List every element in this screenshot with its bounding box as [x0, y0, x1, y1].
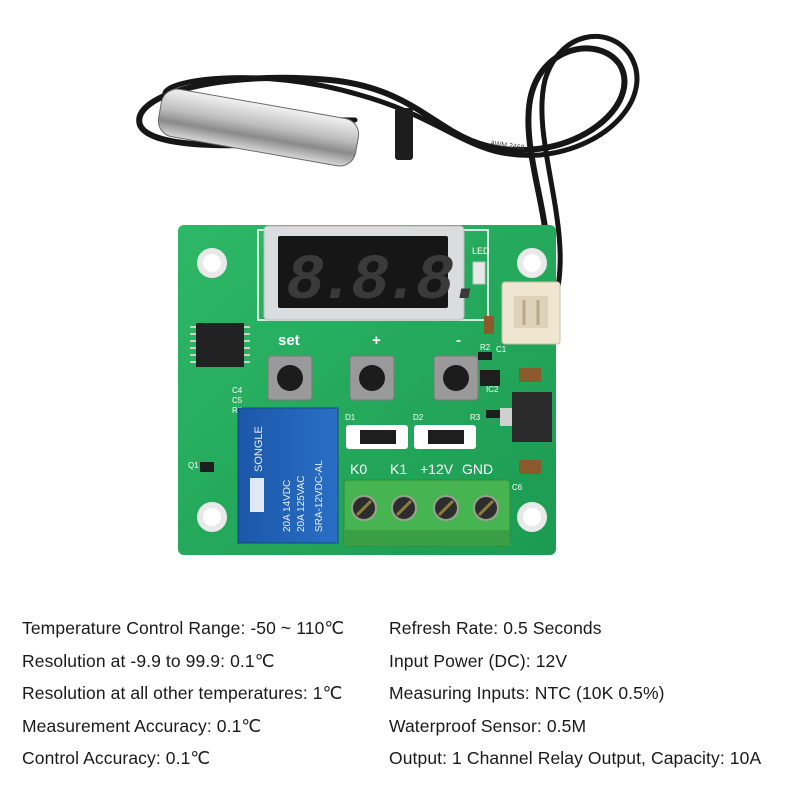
spec-right-4: Waterproof Sensor: 0.5M [389, 716, 587, 736]
label-c4: C4 [232, 386, 243, 395]
label-c6: C6 [512, 483, 523, 492]
ic-chip [190, 323, 250, 367]
label-d1: D1 [345, 413, 356, 422]
diode-d1 [346, 425, 408, 449]
spec-left-1: Temperature Control Range: -50 ~ 110℃ [22, 618, 345, 638]
plus-button[interactable] [349, 355, 395, 401]
temperature-probe [157, 88, 360, 167]
button-label-set: set [278, 332, 300, 349]
probe-connector [501, 281, 561, 345]
terminal-block [343, 479, 511, 547]
diode-d2 [414, 425, 476, 449]
led-display [263, 225, 465, 321]
terminal-label-gnd: GND [462, 461, 493, 477]
label-r7: R7 [232, 406, 243, 415]
terminal-label-k0: K0 [350, 461, 367, 477]
spec-right-2: Input Power (DC): 12V [389, 651, 568, 671]
spec-left-5: Control Accuracy: 0.1℃ [22, 748, 211, 768]
capacitor-top-right [519, 368, 541, 382]
set-button[interactable] [267, 355, 313, 401]
transistor-q1 [200, 462, 214, 472]
resistor-r2 [478, 352, 492, 360]
spec-right-3: Measuring Inputs: NTC (10K 0.5%) [389, 683, 665, 703]
terminal-label-k1: K1 [390, 461, 407, 477]
spec-left-4: Measurement Accuracy: 0.1℃ [22, 716, 262, 736]
label-c5: C5 [232, 396, 243, 405]
spec-left-3: Resolution at all other temperatures: 1℃ [22, 683, 343, 703]
led-label: LED [472, 246, 490, 256]
display-digits: 8.8.8. [286, 246, 480, 318]
minus-button[interactable] [433, 355, 479, 401]
label-ic2: IC2 [486, 385, 499, 394]
spec-right-5: Output: 1 Channel Relay Output, Capacity… [389, 748, 762, 768]
spec-left-2: Resolution at -9.9 to 99.9: 0.1℃ [22, 651, 275, 671]
capacitor-c1 [484, 316, 494, 334]
relay [237, 407, 339, 544]
cable-print: AWM 2468 [490, 140, 525, 152]
relay-line-1: 20A 14VDC [282, 480, 293, 532]
spec-right-1: Refresh Rate: 0.5 Seconds [389, 618, 602, 638]
button-label-minus: - [456, 332, 461, 349]
ic2-chip [480, 370, 500, 386]
label-r2: R2 [480, 343, 491, 352]
terminal-label-12v: +12V [420, 461, 454, 477]
label-q1: Q1 [188, 461, 199, 470]
relay-brand: SONGLE [253, 426, 265, 472]
cable-sleeve [395, 108, 413, 160]
relay-line-2: 20A 125VAC [296, 475, 307, 532]
button-label-plus: + [372, 332, 381, 349]
mounting-holes [197, 248, 547, 532]
thermostat-board-photo: AWM 2468 8.8.8. LED set + - [136, 33, 640, 555]
label-c1: C1 [496, 345, 507, 354]
voltage-regulator [500, 392, 552, 442]
label-d2: D2 [413, 413, 424, 422]
resistor-r3 [486, 410, 500, 418]
led-indicator [472, 261, 486, 285]
relay-line-3: SRA-12VDC-AL [314, 460, 325, 532]
capacitor-c6 [519, 460, 541, 474]
label-r3: R3 [470, 413, 481, 422]
